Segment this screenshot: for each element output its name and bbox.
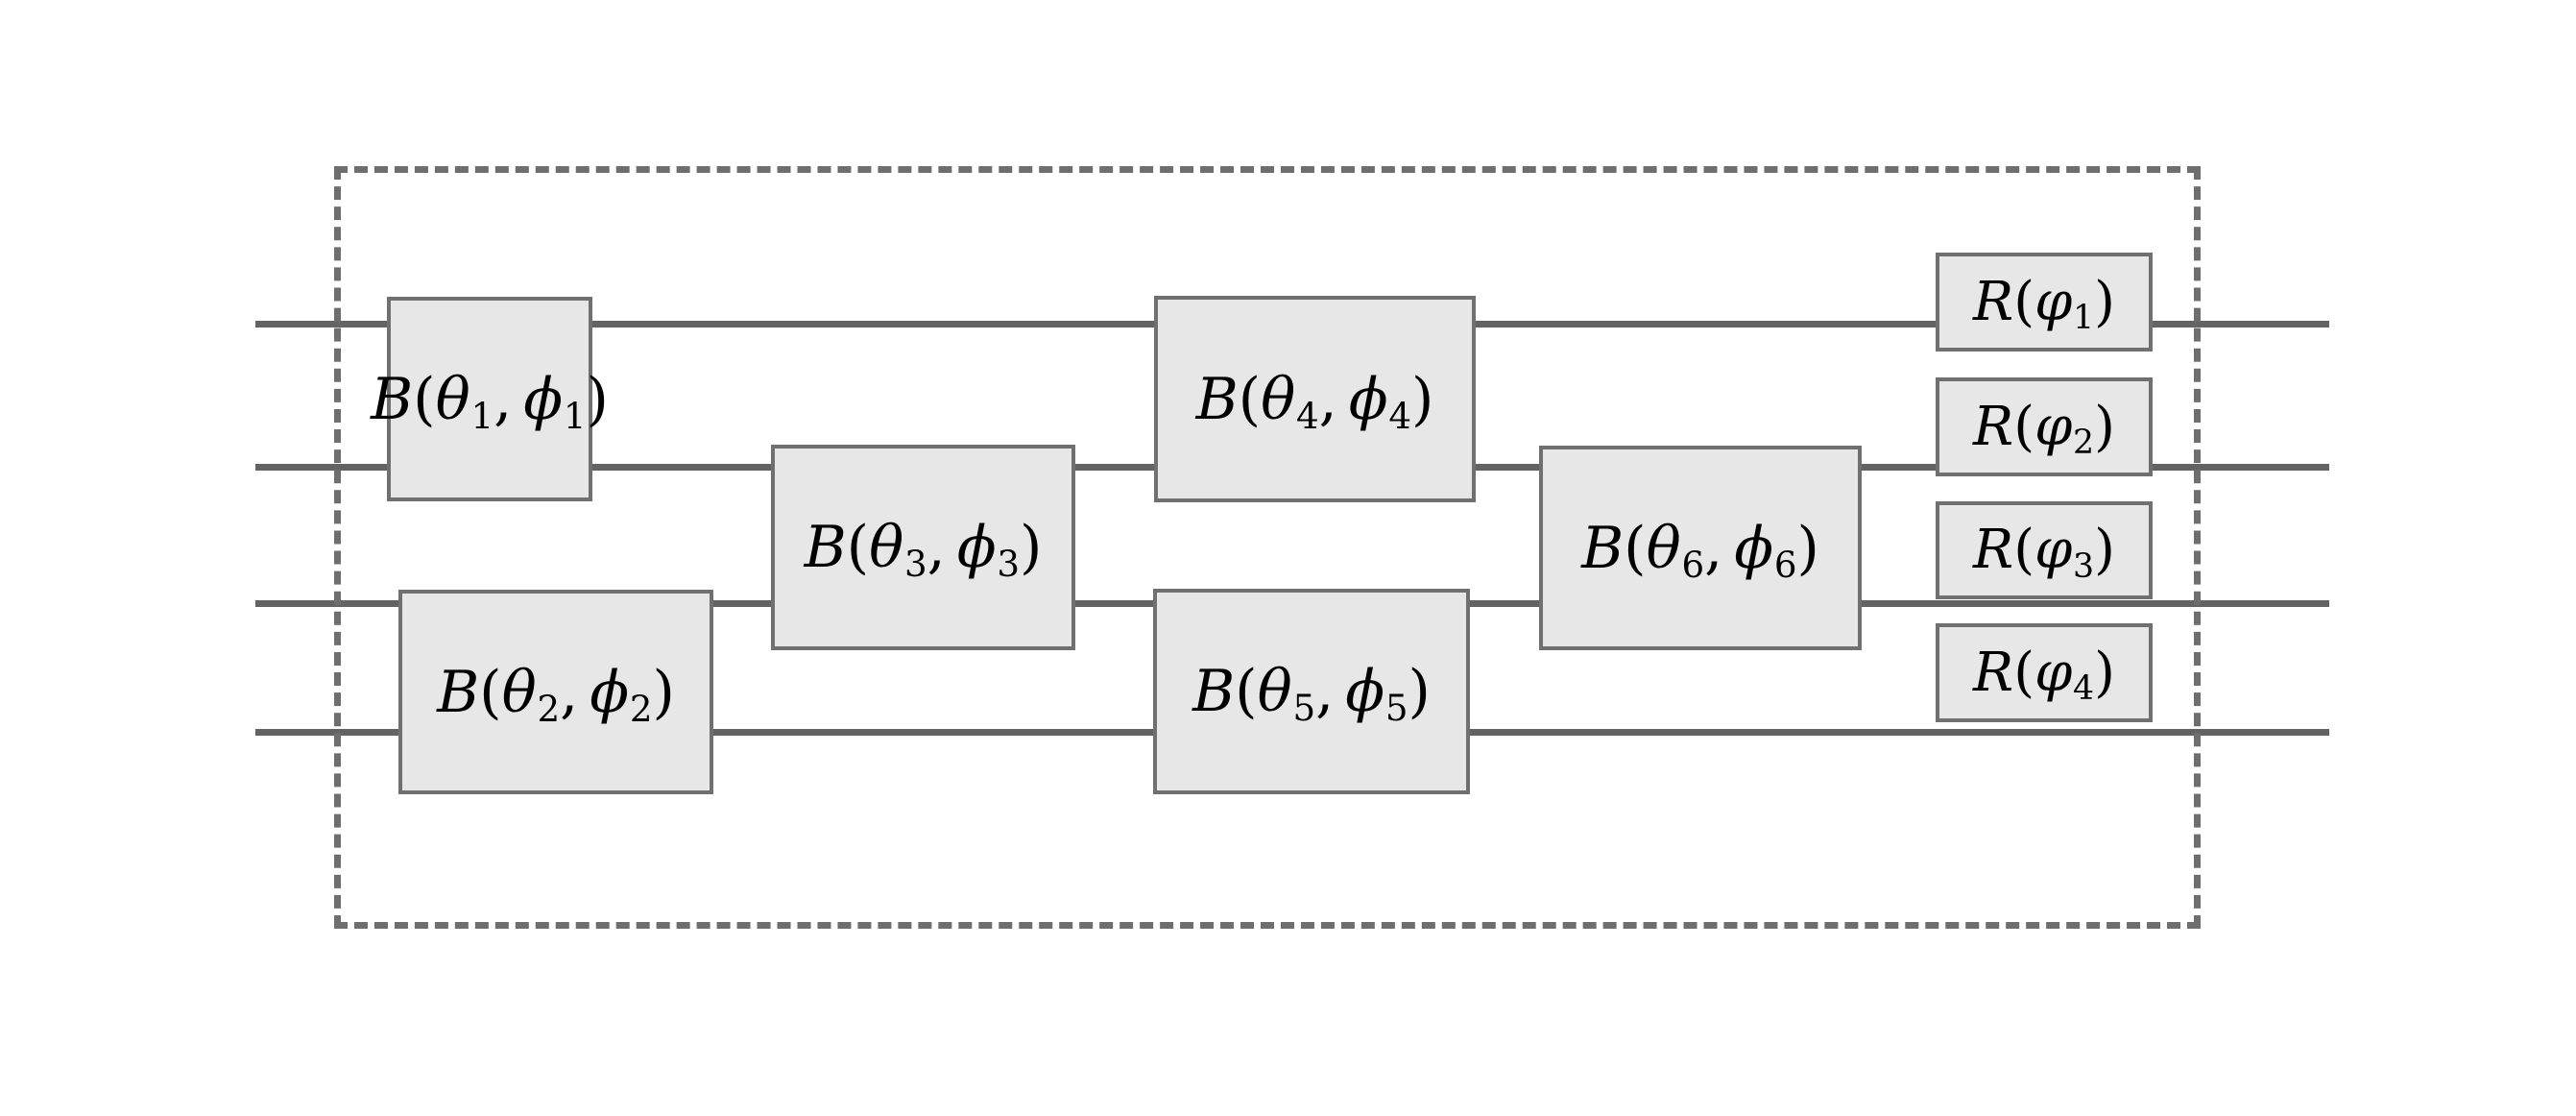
beamsplitter-gate-3[interactable]: B(θ3, ϕ3) [771,445,1075,650]
beamsplitter-gate-5-label: B(θ5, ϕ5) [1192,658,1431,730]
beamsplitter-gate-6-label: B(θ6, ϕ6) [1581,514,1819,586]
beamsplitter-gate-1-label: B(θ1, ϕ1) [371,365,609,437]
phase-shifter-gate-3[interactable]: R(φ3) [1936,501,2153,599]
phase-shifter-gate-2[interactable]: R(φ2) [1936,377,2153,476]
beamsplitter-gate-2-label: B(θ2, ϕ2) [437,658,675,730]
beamsplitter-gate-2[interactable]: B(θ2, ϕ2) [398,590,713,794]
phase-shifter-gate-4[interactable]: R(φ4) [1936,623,2153,722]
beamsplitter-gate-4[interactable]: B(θ4, ϕ4) [1154,296,1476,502]
beamsplitter-gate-5[interactable]: B(θ5, ϕ5) [1153,589,1470,794]
beamsplitter-gate-1[interactable]: B(θ1, ϕ1) [371,297,609,501]
unitary-region-boundary [334,166,2201,929]
phase-shifter-gate-3-label: R(φ3) [1973,519,2115,586]
phase-shifter-gate-1[interactable]: R(φ1) [1936,253,2153,352]
phase-shifter-gate-2-label: R(φ2) [1973,395,2115,463]
phase-shifter-gate-4-label: R(φ4) [1973,641,2115,709]
phase-shifter-gate-1-label: R(φ1) [1973,270,2115,338]
beamsplitter-gate-6[interactable]: B(θ6, ϕ6) [1539,446,1862,650]
beamsplitter-gate-4-label: B(θ4, ϕ4) [1195,365,1434,437]
beamsplitter-gate-3-label: B(θ3, ϕ3) [804,514,1043,586]
